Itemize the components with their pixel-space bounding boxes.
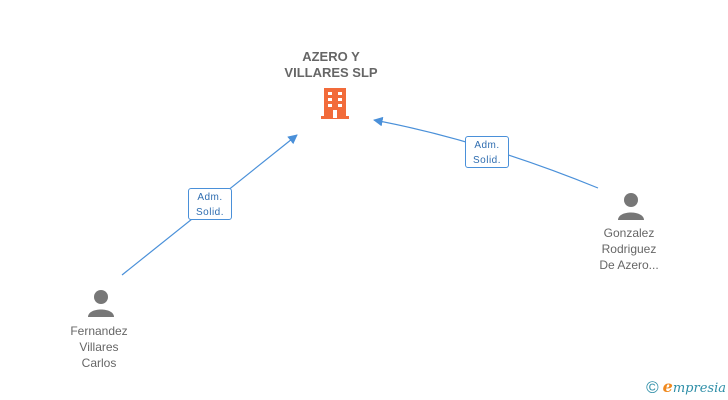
relation-badge-fernandez[interactable]: Adm. Solid. xyxy=(188,188,232,220)
person-name-line3: De Azero... xyxy=(599,258,659,272)
company-name[interactable]: AZERO Y VILLARES SLP xyxy=(270,49,392,81)
person-name-line2: Rodriguez xyxy=(601,242,657,256)
company-name-line1: AZERO Y xyxy=(302,49,360,64)
building-icon[interactable] xyxy=(319,86,351,120)
person-name-gonzalez[interactable]: Gonzalez Rodriguez De Azero... xyxy=(574,225,684,273)
person-icon[interactable] xyxy=(616,191,646,221)
relation-role-line2: Solid. xyxy=(195,207,224,218)
person-name-line2: Villares xyxy=(79,340,119,354)
copyright-icon: © xyxy=(646,378,659,397)
person-name-line1: Fernandez xyxy=(70,324,128,338)
relation-role-line1: Adm. xyxy=(474,140,500,151)
relation-role-line2: Solid. xyxy=(472,155,501,166)
company-name-line2: VILLARES SLP xyxy=(284,65,378,80)
person-name-line1: Gonzalez xyxy=(603,226,655,240)
person-name-fernandez[interactable]: Fernandez Villares Carlos xyxy=(44,323,154,371)
person-icon[interactable] xyxy=(86,288,116,318)
relation-role-line1: Adm. xyxy=(197,192,223,203)
brand-rest: mpresia xyxy=(672,381,726,396)
relation-badge-gonzalez[interactable]: Adm. Solid. xyxy=(465,136,509,168)
brand-initial: e xyxy=(662,377,673,396)
footer-brand: © empresia xyxy=(646,378,726,398)
brand-logo[interactable]: empresia xyxy=(663,378,726,398)
person-name-line3: Carlos xyxy=(81,356,117,370)
